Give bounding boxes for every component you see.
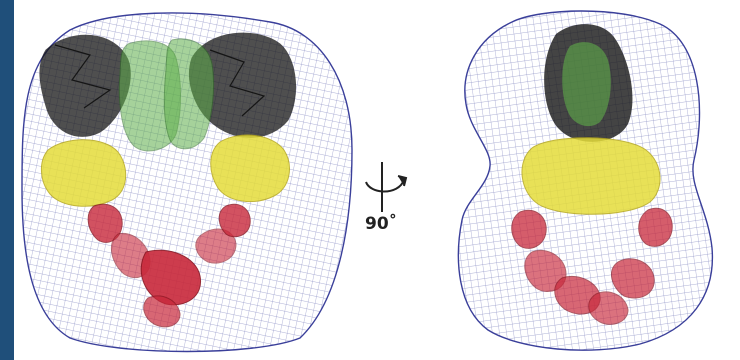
right-yellow-domain (522, 138, 660, 215)
left-green-domains (119, 39, 213, 151)
rotation-arrow-icon (366, 162, 406, 212)
left-view (22, 13, 352, 352)
rotation-angle-label: 90˚ (365, 214, 397, 234)
right-view (458, 11, 712, 350)
